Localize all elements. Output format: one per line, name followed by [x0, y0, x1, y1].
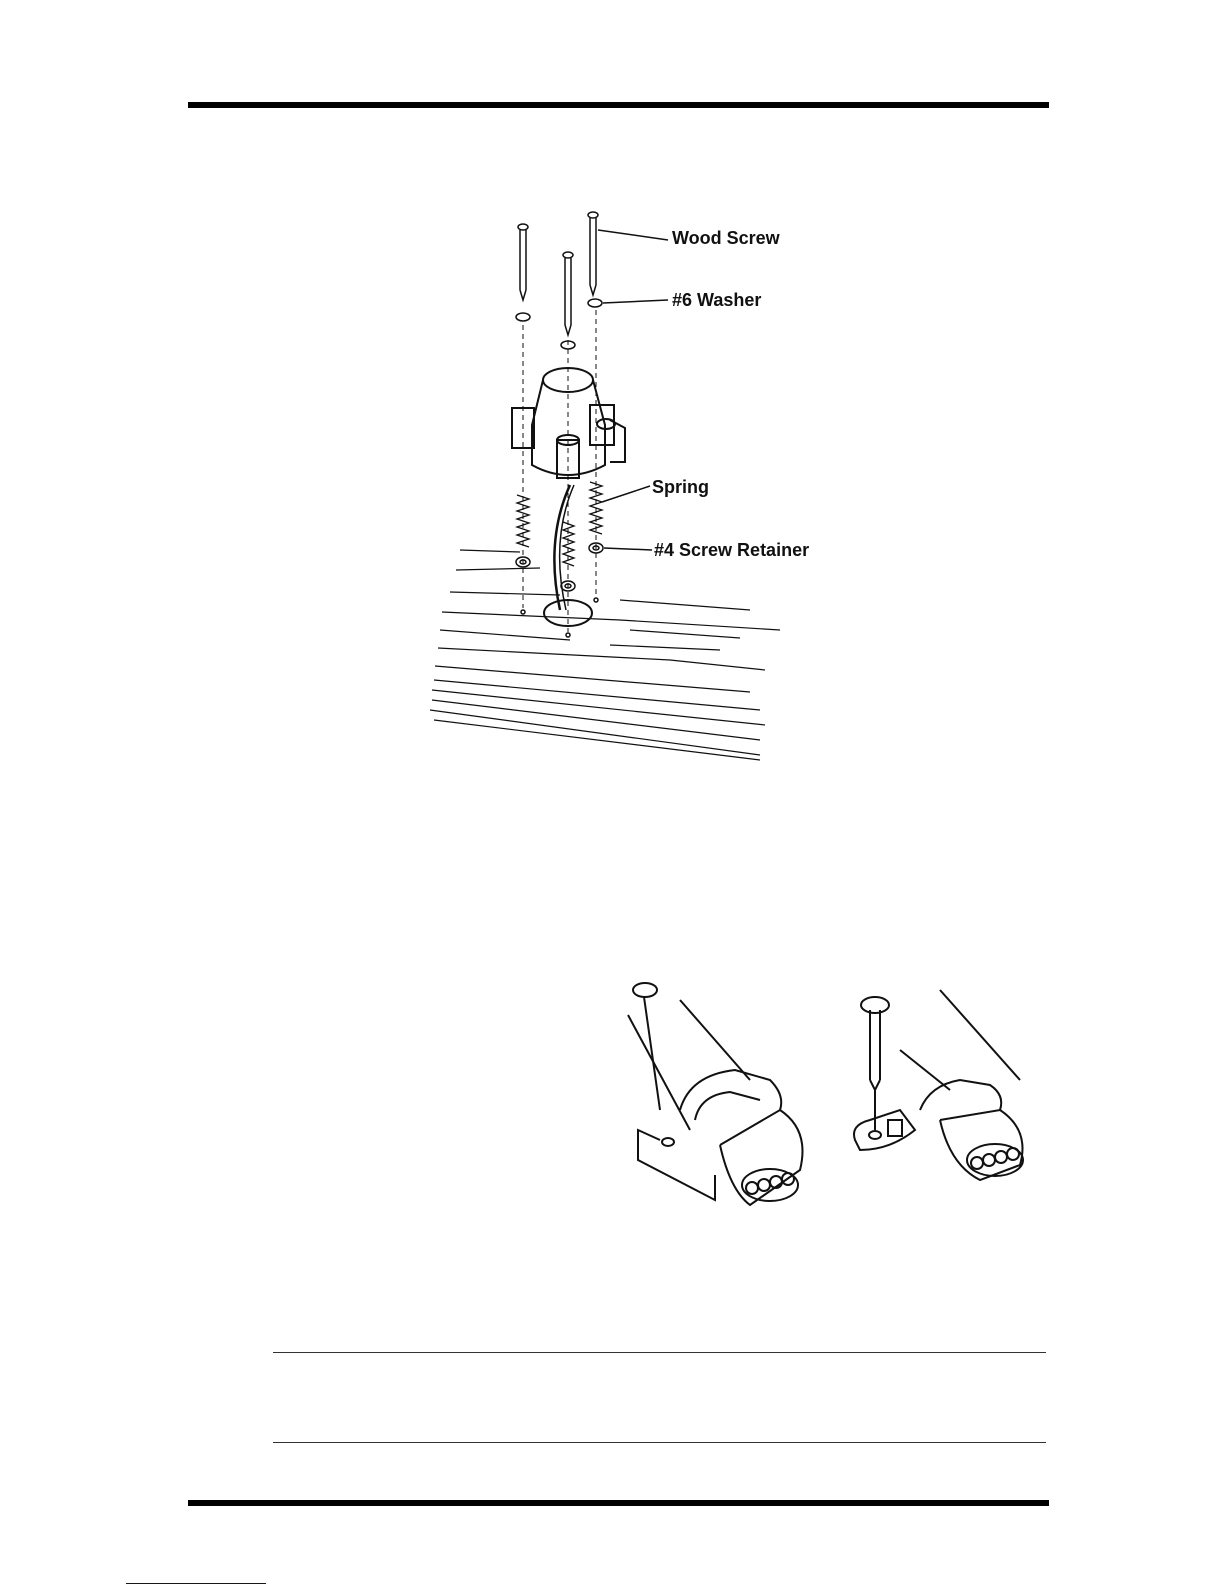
screw-retainer-label: #4 Screw Retainer	[654, 540, 809, 561]
wood-board	[430, 550, 780, 760]
footer-rule	[188, 1500, 1049, 1506]
callout-leaders	[598, 230, 668, 550]
cable-clips-diagram	[620, 970, 1050, 1220]
spring-label: Spring	[652, 477, 709, 498]
screw-clip-icon	[854, 990, 1023, 1180]
note-bottom-divider	[273, 1442, 1046, 1443]
washer-label: #6 Washer	[672, 290, 761, 311]
wood-screw-label: Wood Screw	[672, 228, 780, 249]
header-rule	[188, 102, 1049, 108]
washer-icon	[516, 299, 602, 349]
note-top-divider	[273, 1352, 1046, 1353]
nail-clip-icon	[628, 983, 803, 1205]
mount-assembly-diagram	[420, 200, 820, 770]
